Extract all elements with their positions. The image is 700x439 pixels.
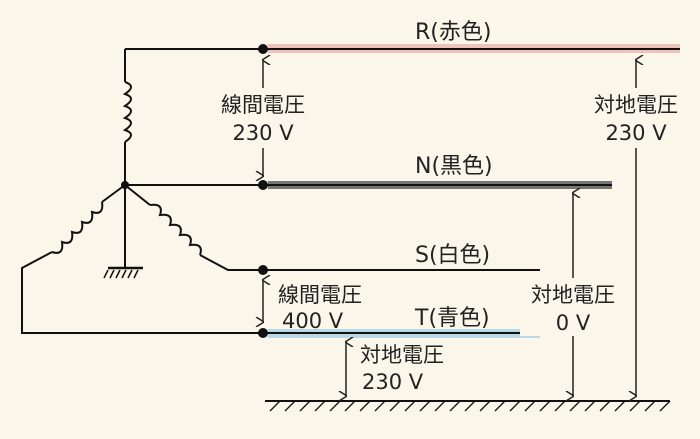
- label-n: N(黒色): [415, 154, 493, 179]
- terminal-r: [258, 44, 268, 54]
- terminal-s: [258, 265, 268, 275]
- line-voltage-rn-value: 230 V: [232, 121, 294, 145]
- wires: [21, 48, 680, 412]
- ground-voltage-n-label: 対地電圧: [531, 283, 615, 307]
- ground-voltage-t-value: 230 V: [362, 370, 424, 394]
- label-s: S(白色): [415, 243, 490, 268]
- ground-voltage-t-label: 対地電圧: [360, 343, 444, 367]
- label-r: R(赤色): [415, 20, 491, 45]
- terminal-t: [258, 328, 268, 338]
- ground-voltage-n-value: 0 V: [556, 311, 591, 335]
- label-t: T(青色): [414, 306, 490, 331]
- line-voltage-rn-label: 線間電圧: [221, 93, 305, 117]
- line-voltage-st-value: 400 V: [282, 309, 344, 333]
- terminal-n: [258, 180, 268, 190]
- neutral-point: [121, 181, 129, 189]
- ground-voltage-r-value: 230 V: [605, 121, 667, 145]
- line-voltage-st-label: 線間電圧: [278, 283, 362, 307]
- ground-voltage-r-label: 対地電圧: [594, 93, 678, 117]
